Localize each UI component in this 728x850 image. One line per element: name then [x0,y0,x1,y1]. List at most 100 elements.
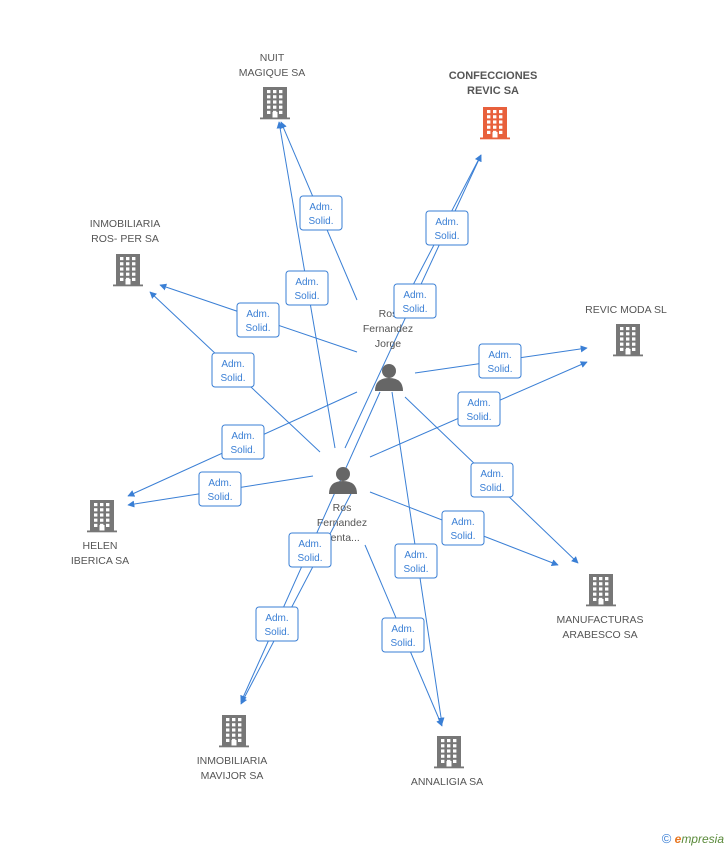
edge-label-box[interactable] [288,532,332,568]
edge-label[interactable]: Adm. Solid. [381,617,425,653]
edge-label-text: Solid. [220,373,245,384]
building-icon-helen[interactable] [87,500,117,533]
copyright-icon: © [661,831,672,846]
building-icon-inmobiliaria-ros[interactable] [113,254,143,287]
edge-label-box[interactable] [478,343,522,379]
edge-label[interactable]: Adm. Solid. [288,532,332,568]
brand-initial: e [674,832,682,846]
person-label-fenta[interactable]: Fernandez [317,517,367,529]
company-label-annaligia[interactable]: ANNALIGIA SA [411,776,483,788]
edge-label[interactable]: Adm. Solid. [425,210,469,246]
company-label-helen[interactable]: IBERICA SA [71,555,129,567]
brand-name: mpresia [681,832,724,846]
edge-label[interactable]: Adm. Solid. [211,352,255,388]
company-label-inmobiliaria-ros[interactable]: INMOBILIARIA [90,218,161,230]
building-icon-mavijor[interactable] [219,715,249,748]
edge-label-box[interactable] [457,391,501,427]
footer-brand: © empresia [662,831,724,846]
edge-label-text: Adm. [295,277,318,288]
edge-label-text: Adm. [403,290,426,301]
edge-label-text: Adm. [488,350,511,361]
edge-label-text: Adm. [480,469,503,480]
edge-label-text: Adm. [435,217,458,228]
edge-label-text: Solid. [487,364,512,375]
edge-label[interactable]: Adm. Solid. [236,302,280,338]
company-label-confecciones[interactable]: REVIC SA [467,85,519,97]
building-icon-nuit[interactable] [260,87,290,120]
edge-label-text: Adm. [231,431,254,442]
company-label-helen[interactable]: HELEN [82,540,117,552]
building-icon-revic-moda[interactable] [613,324,643,357]
edge-label-box[interactable] [394,543,438,579]
edge-label-text: Adm. [391,624,414,635]
building-icon-manufacturas[interactable] [586,574,616,607]
building-icon-annaligia[interactable] [434,736,464,769]
company-label-confecciones[interactable]: CONFECCIONES [449,70,538,82]
edge-label[interactable]: Adm. Solid. [441,510,485,546]
person-icon-jorge[interactable] [375,364,403,391]
company-label-nuit[interactable]: NUIT [260,52,285,64]
company-label-manufacturas[interactable]: MANUFACTURAS [557,614,644,626]
edge-label-box[interactable] [255,606,299,642]
edge-label-text: Adm. [309,202,332,213]
edge-label-box[interactable] [441,510,485,546]
company-label-revic-moda[interactable]: REVIC MODA SL [585,304,667,316]
edge-label[interactable]: Adm. Solid. [255,606,299,642]
edge-label-box[interactable] [425,210,469,246]
edge-label-text: Adm. [246,309,269,320]
edge-label-text: Solid. [294,291,319,302]
edge-label-text: Solid. [402,304,427,315]
edge-label-box[interactable] [221,424,265,460]
edge-label[interactable]: Adm. Solid. [393,283,437,319]
edge-label-text: Solid. [207,492,232,503]
edge-label-box[interactable] [198,471,242,507]
edge-label[interactable]: Adm. Solid. [394,543,438,579]
edge-label-text: Adm. [221,359,244,370]
edge-label[interactable]: Adm. Solid. [221,424,265,460]
edge-label-text: Solid. [466,412,491,423]
edge-label-text: Solid. [264,627,289,638]
edge-label-box[interactable] [211,352,255,388]
edge-label-text: Adm. [404,550,427,561]
company-label-mavijor[interactable]: MAVIJOR SA [201,770,264,782]
edge-label[interactable]: Adm. Solid. [198,471,242,507]
edge-label-text: Solid. [434,231,459,242]
edge-label[interactable]: Adm. Solid. [285,270,329,306]
edge-label-text: Adm. [451,517,474,528]
edge-label[interactable]: Adm. Solid. [457,391,501,427]
edge-label-text: Solid. [479,483,504,494]
edge-label-box[interactable] [470,462,514,498]
edge-label-text: Solid. [450,531,475,542]
edge-label-box[interactable] [393,283,437,319]
edge-label-box[interactable] [236,302,280,338]
edge-label-box[interactable] [381,617,425,653]
person-icon-fenta[interactable] [329,467,357,494]
company-label-mavijor[interactable]: INMOBILIARIA [197,755,268,767]
edge-label-text: Solid. [245,323,270,334]
company-label-nuit[interactable]: MAGIQUE SA [239,67,306,79]
edge-label-box[interactable] [285,270,329,306]
edge-fenta-mavijor [240,489,354,705]
edge-label[interactable]: Adm. Solid. [478,343,522,379]
edge-label[interactable]: Adm. Solid. [299,195,343,231]
edge-label-text: Adm. [265,613,288,624]
building-icon-confecciones[interactable] [480,107,510,140]
edge-label[interactable]: Adm. Solid. [470,462,514,498]
person-label-fenta[interactable]: Fenta... [324,532,360,544]
company-label-inmobiliaria-ros[interactable]: ROS- PER SA [91,233,159,245]
edge-label-text: Solid. [230,445,255,456]
person-label-fenta[interactable]: Ros [333,502,352,514]
edge-label-text: Solid. [297,553,322,564]
edge-label-text: Adm. [208,478,231,489]
person-label-jorge[interactable]: Jorge [375,338,401,350]
person-label-jorge[interactable]: Fernandez [363,323,413,335]
edge-label-text: Solid. [308,216,333,227]
person-label-jorge[interactable]: Ros [379,308,398,320]
edge-label-text: Adm. [298,539,321,550]
edge-label-text: Solid. [403,564,428,575]
edge-label-box[interactable] [299,195,343,231]
edge-label-text: Adm. [467,398,490,409]
company-label-manufacturas[interactable]: ARABESCO SA [562,629,637,641]
edge-label-text: Solid. [390,638,415,649]
